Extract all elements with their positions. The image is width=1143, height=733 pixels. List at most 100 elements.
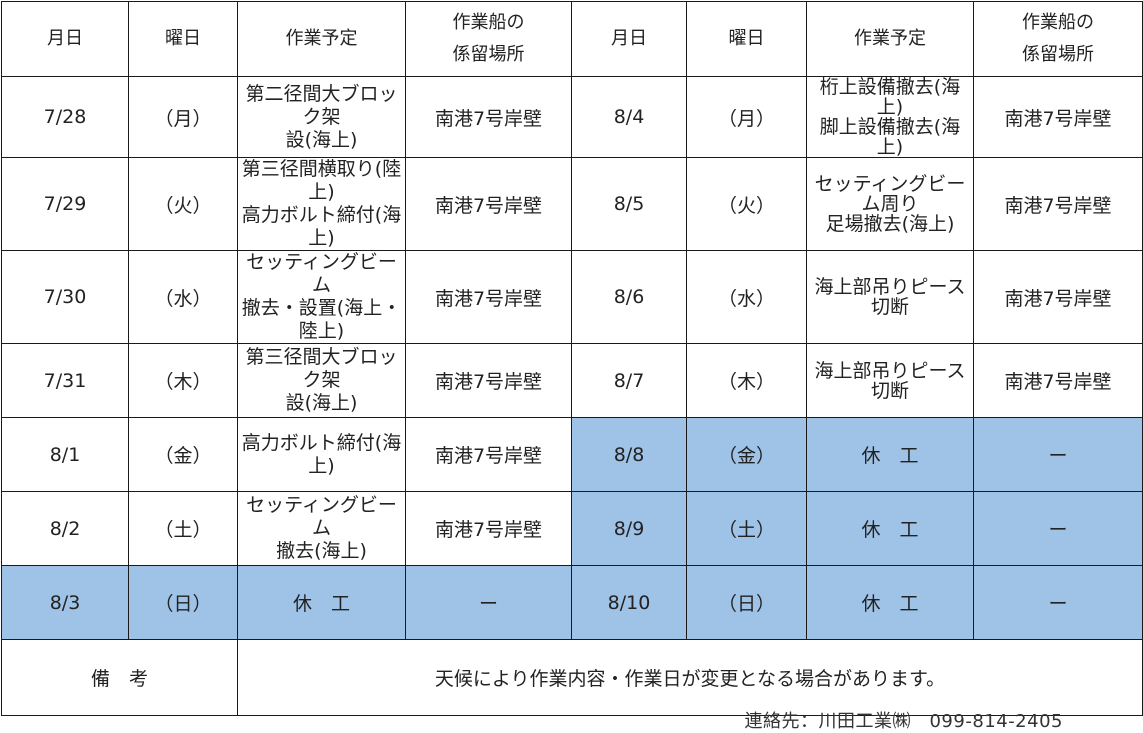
mooring-cell: 南港7号岸壁 [973,76,1143,158]
task-line: 高力ボルト締付(海上) [241,431,402,477]
task-line: 第三径間大ブロック架 [245,346,398,391]
header-weekday-2: 曜日 [686,1,807,77]
weekday-cell: （日） [128,565,238,640]
weekday-cell: （土） [686,491,807,566]
header-mooring-line1-2: 作業船の [1022,12,1094,33]
task-line: 足場撤去(海上) [825,213,955,235]
task-cell: 休 工 [806,417,974,492]
mooring-cell: ー [973,417,1143,492]
header-weekday: 曜日 [128,1,238,77]
task-cell: 休 工 [237,565,406,640]
date-cell: 7/29 [1,157,129,251]
weekday-cell: （水） [128,250,238,344]
mooring-cell: 南港7号岸壁 [405,417,572,492]
holiday-label: 休 工 [292,593,350,615]
header-date: 月日 [1,1,129,77]
task-cell: セッティングビーム撤去・設置(海上・陸上) [237,250,406,344]
remarks-text: 天候により作業内容・作業日が変更となる場合があります。 [237,639,1143,716]
remarks-label: 備 考 [1,639,238,716]
task-line: 撤去(海上) [276,540,367,562]
task-line: 撤去・設置(海上・陸上) [241,297,402,342]
mooring-cell: 南港7号岸壁 [405,157,572,251]
task-line: 設(海上) [285,128,358,151]
task-cell: 休 工 [806,491,974,566]
mooring-cell: 南港7号岸壁 [973,343,1143,418]
weekday-cell: （月） [128,76,238,158]
header-row: 月日 曜日 作業予定 作業船の 係留場所 月日 曜日 作業予定 作業船の 係留場… [1,1,1143,77]
weekday-cell: （火） [128,157,238,251]
mooring-cell: ー [405,565,572,640]
weekday-cell: （水） [686,250,807,344]
weekday-cell: （土） [128,491,238,566]
date-cell: 7/31 [1,343,129,418]
mooring-cell: ー [973,565,1143,640]
date-cell: 8/1 [1,417,129,492]
task-line: セッティングビーム [246,251,397,297]
mooring-cell: ー [973,491,1143,566]
task-line: 設(海上) [285,392,358,414]
work-schedule-table: 月日 曜日 作業予定 作業船の 係留場所 月日 曜日 作業予定 作業船の 係留場… [1,1,1143,716]
mooring-cell: 南港7号岸壁 [405,76,572,158]
task-line: 第二径間大ブロック架 [245,82,398,128]
weekday-cell: （木） [128,343,238,418]
header-task-2: 作業予定 [806,1,974,77]
task-line: 高力ボルト締付(海上) [241,204,402,249]
date-cell: 8/3 [1,565,129,640]
date-cell: 7/28 [1,76,129,158]
header-mooring-line2-2: 係留場所 [1022,44,1094,65]
date-cell: 7/30 [1,250,129,344]
weekday-cell: （日） [686,565,807,640]
weekday-cell: （火） [686,157,807,251]
task-cell: 休 工 [806,565,974,640]
task-cell: 海上部吊りピース切断 [806,250,974,344]
contact-info: 連絡先：川田工業㈱ 099-814-2405 [744,711,1063,732]
remarks-row: 備 考 天候により作業内容・作業日が変更となる場合があります。 [1,639,1143,716]
date-cell: 8/8 [571,417,687,492]
weekday-cell: （月） [686,76,807,158]
header-mooring-line2: 係留場所 [452,44,525,65]
header-mooring-2: 作業船の 係留場所 [973,1,1143,77]
mooring-cell: 南港7号岸壁 [405,343,572,418]
task-cell: セッティングビーム周り足場撤去(海上) [806,157,974,251]
header-date-2: 月日 [571,1,687,77]
task-line: 海上部吊りピース切断 [814,359,966,402]
holiday-label: 休 工 [861,519,919,541]
task-line: 桁上設備撤去(海上) [819,76,961,118]
mooring-cell: 南港7号岸壁 [405,250,572,344]
task-cell: セッティングビーム撤去(海上) [237,491,406,566]
mooring-cell: 南港7号岸壁 [405,491,572,566]
task-line: 脚上設備撤去(海上) [819,116,961,158]
date-cell: 8/2 [1,491,129,566]
task-line: セッティングビーム [246,494,397,539]
date-cell: 8/10 [571,565,687,640]
task-line: セッティングビーム周り [814,173,966,215]
task-cell: 第三径間横取り(陸上)高力ボルト締付(海上) [237,157,406,251]
task-cell: 第二径間大ブロック架設(海上) [237,76,406,158]
holiday-label: 休 工 [861,445,919,467]
weekday-cell: （金） [128,417,238,492]
date-cell: 8/6 [571,250,687,344]
task-line: 海上部吊りピース切断 [814,276,966,318]
task-cell: 第三径間大ブロック架設(海上) [237,343,406,418]
weekday-cell: （木） [686,343,807,418]
task-cell: 海上部吊りピース切断 [806,343,974,418]
header-mooring-line1: 作業船の [452,12,525,33]
date-cell: 8/9 [571,491,687,566]
header-task: 作業予定 [237,1,406,77]
task-line: 第三径間横取り(陸上) [241,158,402,204]
task-cell: 高力ボルト締付(海上) [237,417,406,492]
task-cell: 桁上設備撤去(海上)脚上設備撤去(海上) [806,76,974,158]
mooring-cell: 南港7号岸壁 [973,157,1143,251]
holiday-label: 休 工 [861,593,919,615]
weekday-cell: （金） [686,417,807,492]
mooring-cell: 南港7号岸壁 [973,250,1143,344]
date-cell: 8/7 [571,343,687,418]
date-cell: 8/5 [571,157,687,251]
date-cell: 8/4 [571,76,687,158]
